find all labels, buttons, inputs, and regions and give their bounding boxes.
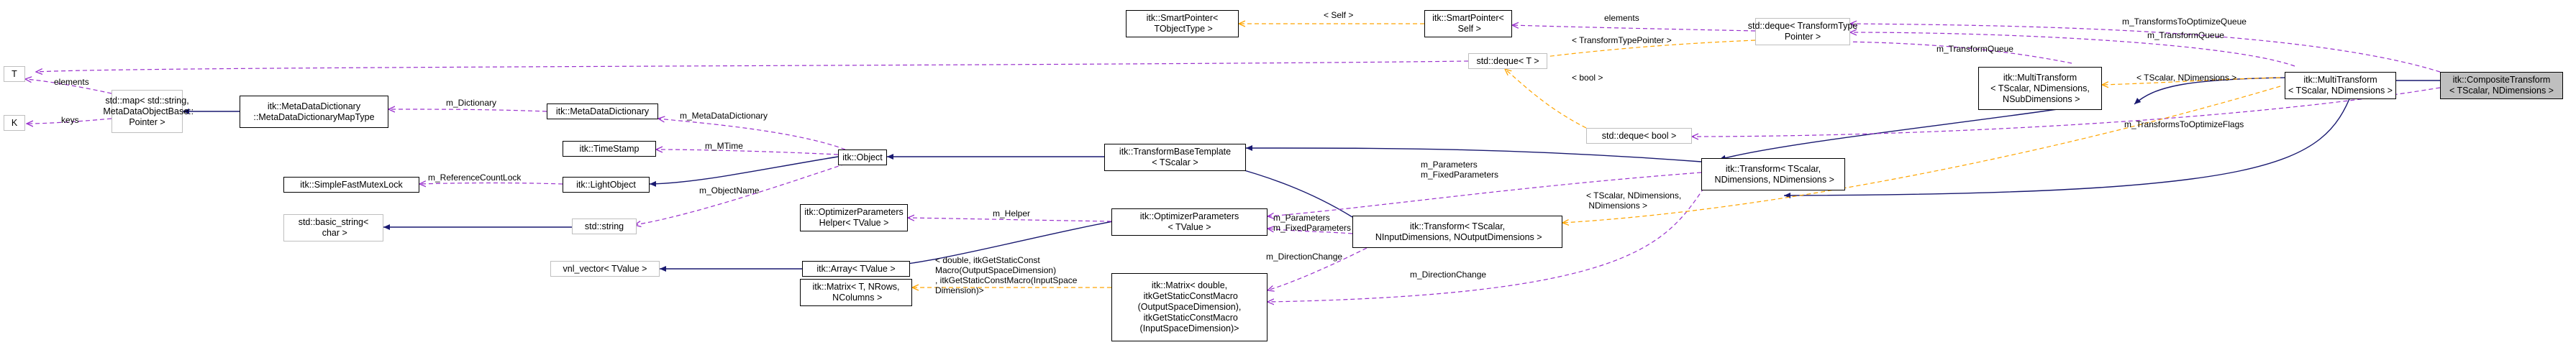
label-transform-queue-2: m_TransformQueue <box>1936 44 2013 54</box>
node-object[interactable]: itk::Object <box>838 150 887 165</box>
edge-transformtypepointer-template <box>1516 40 1756 60</box>
edge-transform3-template <box>1562 86 2281 223</box>
label-parameters-fixed-1: m_Parameters m_FixedParameters <box>1421 160 1499 180</box>
label-transform-type-pointer: < TransformTypePointer > <box>1572 35 1672 45</box>
edge-object-metadatadictionary <box>658 119 846 150</box>
node-std-map[interactable]: std::map< std::string, MetaDataObjectBas… <box>103 90 194 133</box>
node-smart-pointer-tobject[interactable]: itk::SmartPointer< TObjectType > <box>1126 10 1239 37</box>
label-tscalar-ndims-2: < TScalar, NDimensions, NDimensions > <box>1586 190 1682 211</box>
label-reference-count-lock: m_ReferenceCountLock <box>428 172 522 183</box>
node-matrix-double[interactable]: itk::Matrix< double, itkGetStaticConstMa… <box>1111 273 1267 341</box>
node-transform-3param[interactable]: itk::Transform< TScalar, NDimensions, ND… <box>1701 158 1845 190</box>
label-bool: < bool > <box>1572 73 1603 83</box>
label-direction-change-2: m_DirectionChange <box>1410 270 1487 280</box>
label-parameters-fixed-2: m_Parameters m_FixedParameters <box>1273 213 1352 233</box>
edge-deque-elements <box>1512 25 1756 32</box>
edge-multitransform2-template <box>2102 77 2281 85</box>
node-multi-transform-2[interactable]: itk::MultiTransform < TScalar, NDimensio… <box>2285 72 2396 99</box>
label-transforms-to-optimize-flags: m_TransformsToOptimizeFlags <box>2124 119 2244 129</box>
label-object-name: m_ObjectName <box>699 185 760 196</box>
edge-transform-parameters <box>1267 172 1702 216</box>
label-self: < Self > <box>1324 10 1354 20</box>
label-metadata-dictionary: m_MetaDataDictionary <box>680 111 768 121</box>
edge-multitransform2-to-transform <box>1783 91 2353 198</box>
edge-optimizer-helper <box>908 218 1112 222</box>
label-elements-left: elements <box>54 77 89 87</box>
label-dictionary: m_Dictionary <box>446 98 497 108</box>
node-simple-fast-mutex-lock[interactable]: itk::SimpleFastMutexLock <box>283 177 419 193</box>
edge-multitransform2-to-multitransform3 <box>2134 77 2288 105</box>
node-deque-T[interactable]: std::deque< T > <box>1468 53 1547 69</box>
node-multi-transform-3[interactable]: itk::MultiTransform < TScalar, NDimensio… <box>1978 67 2102 110</box>
node-std-string[interactable]: std::string <box>572 218 637 234</box>
node-transform-base-template[interactable]: itk::TransformBaseTemplate < TScalar > <box>1104 144 1246 171</box>
edge-multitransform3-queue <box>1842 42 2072 64</box>
edge-map-to-K <box>27 118 112 124</box>
node-metadata-dictionary-base[interactable]: itk::MetaDataDictionary ::MetaDataDictio… <box>240 96 388 128</box>
node-T[interactable]: T <box>4 66 25 82</box>
node-optimizer-parameters-helper[interactable]: itk::OptimizerParameters Helper< TValue … <box>800 204 908 231</box>
node-matrix-generic[interactable]: itk::Matrix< T, NRows, NColumns > <box>800 279 912 306</box>
edge-object-to-lightobject <box>649 156 839 187</box>
node-smart-pointer-self[interactable]: itk::SmartPointer< Self > <box>1424 10 1512 37</box>
edge-transform-directionchange <box>1267 175 1713 302</box>
edge-dequeT-to-T <box>36 60 1469 72</box>
node-deque-bool[interactable]: std::deque< bool > <box>1586 128 1692 144</box>
label-helper: m_Helper <box>993 208 1031 218</box>
edge-metadict-dictionary <box>388 109 547 111</box>
node-array[interactable]: itk::Array< TValue > <box>802 261 910 277</box>
edge-object-objectname <box>634 163 846 225</box>
label-transform-queue-1: m_TransformQueue <box>2147 30 2224 40</box>
label-mtime: m_MTime <box>705 141 743 151</box>
edge-transform-to-transformbase <box>1245 144 1702 162</box>
node-metadata-dictionary[interactable]: itk::MetaDataDictionary <box>547 104 658 119</box>
label-double-macro: < double, itkGetStaticConst Macro(Output… <box>935 255 1078 295</box>
edge-map-to-T <box>25 79 112 94</box>
label-direction-change-1: m_DirectionChange <box>1266 252 1343 262</box>
edge-lightobject-lock <box>419 183 563 185</box>
node-K[interactable]: K <box>4 115 25 131</box>
node-vnl-vector[interactable]: vnl_vector< TValue > <box>550 261 660 277</box>
label-keys: keys <box>61 115 79 125</box>
edge-multitransform3-to-transform <box>1719 109 2058 161</box>
node-time-stamp[interactable]: itk::TimeStamp <box>563 141 656 157</box>
edge-transformio-parameters <box>1267 229 1353 234</box>
node-light-object[interactable]: itk::LightObject <box>563 177 650 193</box>
edge-object-mtime <box>656 150 839 155</box>
edge-multitransform2-queue <box>1850 32 2295 67</box>
edge-composite-queue <box>1850 24 2441 73</box>
node-basic-string[interactable]: std::basic_string< char > <box>283 214 383 242</box>
node-transform-io[interactable]: itk::Transform< TScalar, NInputDimension… <box>1352 216 1562 248</box>
node-deque-transform-pointer[interactable]: std::deque< TransformType Pointer > <box>1748 18 1857 45</box>
label-tscalar-ndims-1: < TScalar, NDimensions > <box>2136 73 2237 83</box>
label-transforms-to-optimize-queue: m_TransformsToOptimizeQueue <box>2122 17 2247 27</box>
label-elements-top: elements <box>1604 13 1639 23</box>
node-optimizer-parameters[interactable]: itk::OptimizerParameters < TValue > <box>1111 208 1267 236</box>
edge-transformio-directionchange <box>1267 247 1367 290</box>
edge-composite-flags <box>1692 87 2441 137</box>
node-composite-transform[interactable]: itk::CompositeTransform < TScalar, NDime… <box>2440 72 2563 99</box>
